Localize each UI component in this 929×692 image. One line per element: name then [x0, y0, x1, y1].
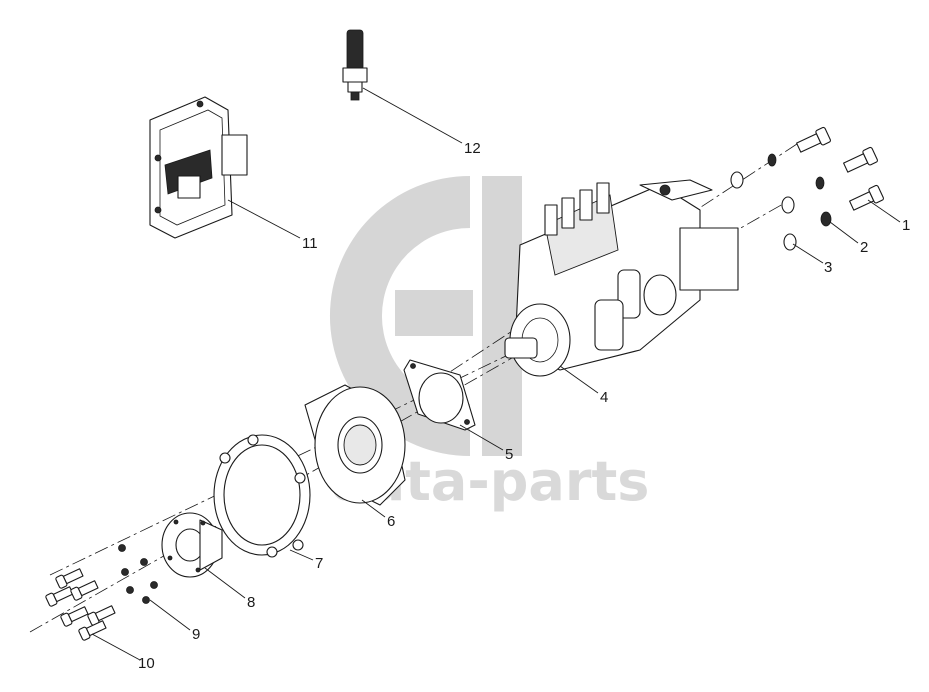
watermark: data-parts: [329, 175, 649, 513]
callout-7: 7: [315, 555, 323, 572]
callout-8: 8: [247, 594, 255, 611]
callout-11: 11: [302, 235, 318, 252]
part-3-flat-washers: [730, 171, 797, 251]
part-5-gasket: [403, 359, 476, 431]
leader-lines: [91, 87, 901, 661]
callout-5: 5: [505, 446, 513, 463]
part-4-injection-pump: [504, 179, 739, 377]
callout-4: 4: [600, 389, 608, 406]
part-1-bolts: [796, 126, 884, 211]
part-6-flange-housing: [304, 384, 406, 506]
part-8-hub-flange: [161, 512, 223, 578]
callout-3: 3: [824, 259, 832, 276]
part-12-sensor: [342, 29, 368, 101]
part-11-control-unit: [149, 96, 248, 239]
part-10-bolts: [45, 568, 116, 641]
callout-labels: 1 2 3 4 5 6 7 8 9 10 11 12: [138, 140, 910, 672]
part-9-washers: [118, 544, 158, 604]
callout-6: 6: [387, 513, 395, 530]
callout-1: 1: [902, 217, 910, 234]
part-7-gasket-ring: [213, 434, 311, 558]
watermark-logo: [329, 175, 522, 456]
part-2-lock-washers: [767, 153, 832, 227]
callout-12: 12: [464, 140, 481, 157]
callout-10: 10: [138, 655, 155, 672]
callout-9: 9: [192, 626, 200, 643]
callout-2: 2: [860, 239, 868, 256]
